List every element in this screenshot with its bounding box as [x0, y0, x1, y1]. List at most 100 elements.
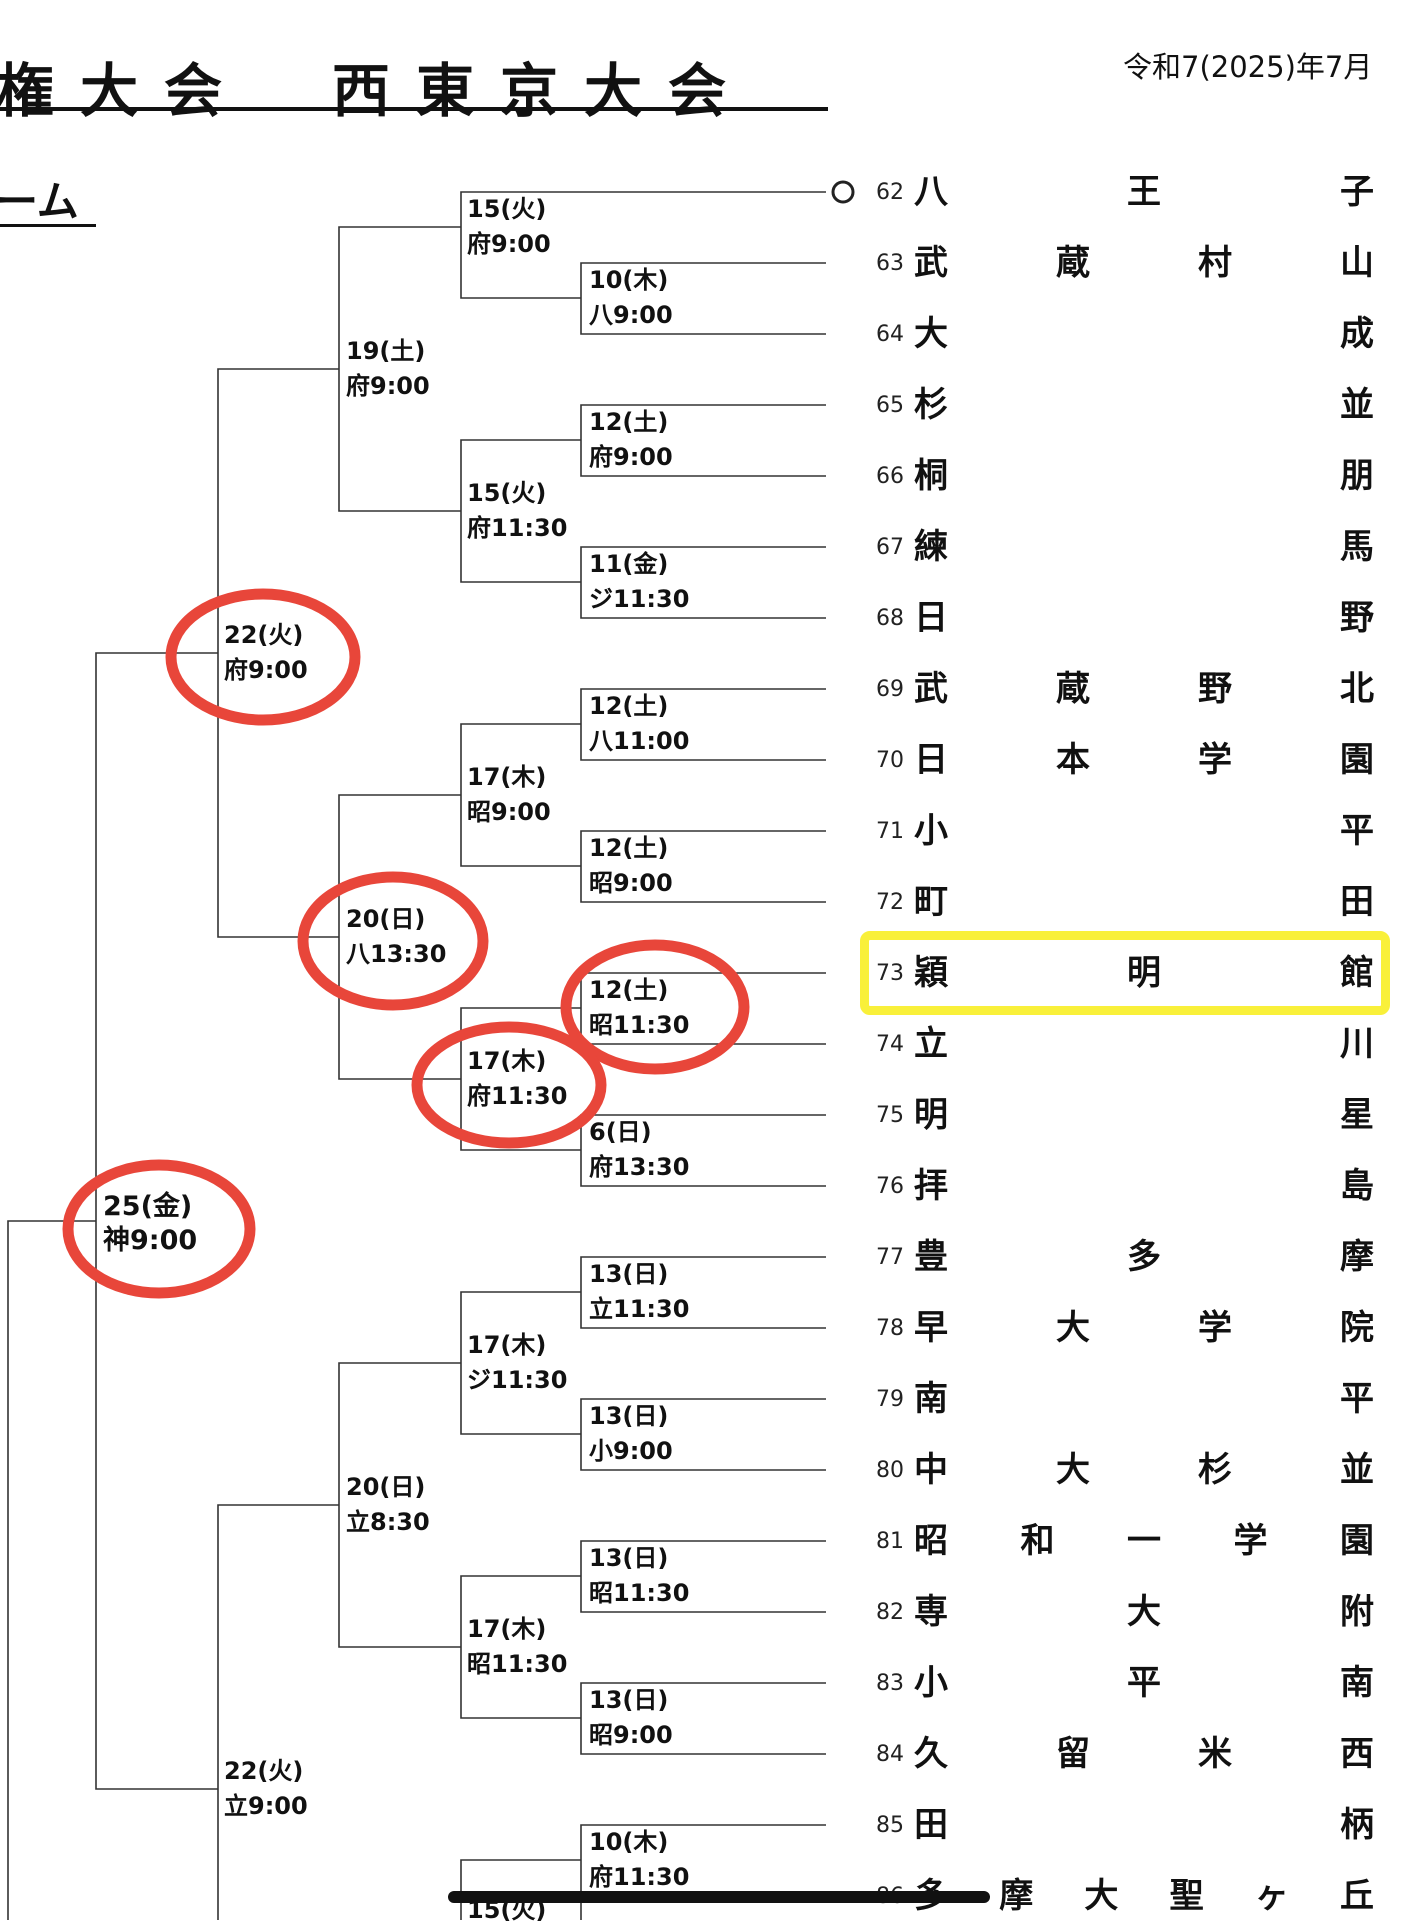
team-name-char: 摩: [999, 1876, 1034, 1916]
team-name: 小平: [914, 809, 1374, 853]
team-name-char: 豊: [914, 1237, 948, 1277]
team-name-char: 南: [1340, 1663, 1374, 1703]
team-row: 71 小平: [874, 809, 1374, 853]
team-name-char: 中: [914, 1450, 948, 1490]
team-name: 昭和一学園: [914, 1519, 1374, 1563]
home-indicator[interactable]: [448, 1891, 990, 1903]
team-name: 大成: [914, 312, 1374, 356]
match-label: 17(木)府11:30: [467, 1047, 568, 1110]
team-name-char: 桐: [914, 456, 948, 496]
team-name-char: 学: [1233, 1521, 1268, 1561]
match-label: 15(火)府11:30: [467, 479, 568, 542]
team-name-char: 大: [1056, 1308, 1090, 1348]
team-name-char: 野: [1340, 598, 1374, 638]
team-name-char: 杉: [1198, 1450, 1232, 1490]
team-name-char: 山: [1340, 243, 1374, 283]
team-name: 専大附: [914, 1590, 1374, 1634]
team-row: 82 専大附: [874, 1590, 1374, 1634]
match-label: 10(木)八9:00: [589, 266, 673, 329]
team-number: 81: [876, 1529, 904, 1554]
team-name-char: 北: [1340, 669, 1374, 709]
team-name-char: 久: [914, 1734, 948, 1774]
match-label: 25(金)神9:00: [103, 1191, 198, 1256]
team-name: 南平: [914, 1377, 1374, 1421]
team-name-char: 朋: [1340, 456, 1374, 496]
team-name-char: 杉: [914, 385, 948, 425]
block-label: ーム: [0, 177, 79, 226]
team-name-char: 和: [1020, 1521, 1055, 1561]
team-number: 72: [876, 890, 904, 915]
team-name: 杉並: [914, 383, 1374, 427]
team-name-char: 蔵: [1056, 669, 1090, 709]
highlighted-team-box: [860, 931, 1390, 1015]
team-name-char: 本: [1056, 740, 1090, 780]
team-row: 75 明星: [874, 1093, 1374, 1137]
match-label: 12(土)府9:00: [589, 408, 673, 471]
team-name: 八王子: [914, 170, 1374, 214]
team-number: 75: [876, 1103, 904, 1128]
team-name-char: 平: [1340, 811, 1374, 851]
team-number: 62: [876, 180, 904, 205]
match-label: 12(土)八11:00: [589, 692, 690, 755]
team-row: 85 田柄: [874, 1803, 1374, 1847]
team-name: 拝島: [914, 1164, 1374, 1208]
team-name-char: 附: [1340, 1592, 1374, 1632]
team-name-char: 蔵: [1056, 243, 1090, 283]
team-number: 63: [876, 251, 904, 276]
match-label: 12(土)昭11:30: [589, 976, 690, 1039]
match-label: 13(日)昭9:00: [589, 1686, 673, 1749]
team-name-char: 武: [914, 669, 948, 709]
issue-date: 令和7(2025)年7月: [1123, 50, 1373, 84]
match-label: 20(日)立8:30: [346, 1473, 430, 1536]
team-name-char: 聖: [1169, 1876, 1204, 1916]
match-label: 17(木)ジ11:30: [467, 1331, 568, 1394]
team-name: 桐朋: [914, 454, 1374, 498]
team-name: 練馬: [914, 525, 1374, 569]
team-name: 小平南: [914, 1661, 1374, 1705]
team-name-char: 一: [1127, 1521, 1161, 1561]
team-name-char: 丘: [1339, 1876, 1374, 1916]
block-label-underline: [0, 224, 96, 227]
team-name-char: 成: [1340, 314, 1374, 354]
team-name: 田柄: [914, 1803, 1374, 1847]
team-name-char: 米: [1198, 1734, 1232, 1774]
match-label: 20(日)八13:30: [346, 905, 447, 968]
team-name-char: 園: [1340, 1521, 1374, 1561]
team-name: 町田: [914, 880, 1374, 924]
team-name-char: 学: [1198, 740, 1232, 780]
team-number: 68: [876, 606, 904, 631]
team-name: 日野: [914, 596, 1374, 640]
title-underline: [0, 107, 828, 111]
team-name-char: 川: [1340, 1024, 1374, 1064]
team-name: 中大杉並: [914, 1448, 1374, 1492]
team-name-char: 園: [1340, 740, 1374, 780]
team-number: 78: [876, 1316, 904, 1341]
team-number: 64: [876, 322, 904, 347]
team-name-char: 明: [914, 1095, 948, 1135]
team-number: 71: [876, 819, 904, 844]
team-name-char: 日: [914, 598, 948, 638]
team-name: 立川: [914, 1022, 1374, 1066]
team-name-char: ヶ: [1254, 1876, 1289, 1916]
team-name-char: 並: [1340, 1450, 1374, 1490]
team-name-char: 田: [1340, 882, 1374, 922]
team-name-char: 早: [914, 1308, 948, 1348]
team-name-char: 八: [914, 172, 948, 212]
highlight-circle-icon: [165, 588, 361, 726]
team-number: 82: [876, 1600, 904, 1625]
team-name: 早大学院: [914, 1306, 1374, 1350]
team-name: 明星: [914, 1093, 1374, 1137]
team-name-char: 多: [1127, 1237, 1161, 1277]
match-label: 11(金)ジ11:30: [589, 550, 690, 613]
team-number: 85: [876, 1813, 904, 1838]
